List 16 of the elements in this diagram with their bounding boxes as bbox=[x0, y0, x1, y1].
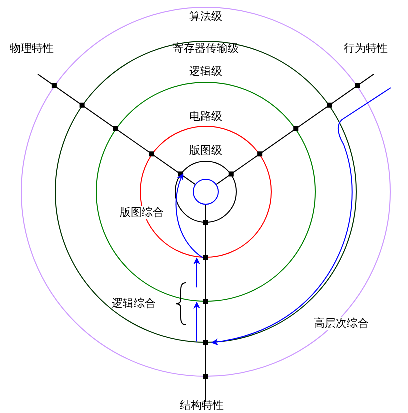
arrow bbox=[194, 258, 200, 288]
edge-label: 高层次综合 bbox=[314, 317, 369, 330]
arrow bbox=[211, 88, 392, 346]
level-name: 算法级 bbox=[190, 10, 222, 23]
axis-label: 物理特性 bbox=[10, 42, 54, 55]
edge-label: 版图综合 bbox=[120, 206, 164, 219]
level-name: 电路级 bbox=[190, 110, 222, 123]
level-name: 寄存器传输级 bbox=[173, 42, 239, 55]
level-name: 逻辑级 bbox=[190, 65, 222, 78]
axis-label: 结构特性 bbox=[180, 399, 224, 412]
arrow bbox=[194, 302, 200, 342]
level-circle bbox=[193, 179, 219, 205]
level-name: 版图级 bbox=[190, 144, 222, 157]
axis-label: 行为特性 bbox=[344, 42, 388, 55]
synthesis-label: 逻辑综合 bbox=[112, 297, 156, 310]
arrow bbox=[176, 173, 204, 258]
